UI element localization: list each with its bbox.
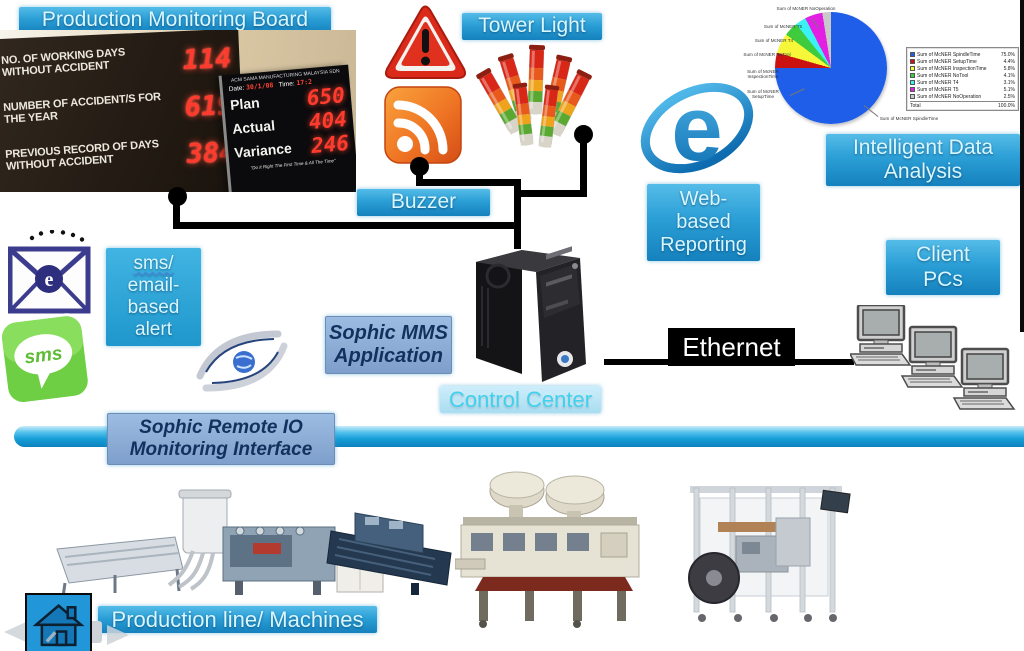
ethernet-label: Ethernet: [668, 328, 795, 366]
wire-buzzer-v: [416, 166, 423, 186]
pie-callout: Sum of McNER InspectionTime: [747, 69, 779, 80]
client-pcs-label: Client PCs: [886, 240, 1000, 295]
board-row-value: 114: [182, 42, 233, 77]
pie-callout: Sum of McNER SetupTime: [747, 89, 779, 100]
wire-board-v: [173, 196, 180, 229]
board-row-label: PREVIOUS RECORD OF DAYS WITHOUT ACCIDENT: [4, 138, 160, 174]
web-reporting-label: Web- based Reporting: [647, 184, 760, 261]
variance-value: 246: [310, 130, 350, 159]
production-line-label: Production line/ Machines: [98, 606, 377, 633]
sophic-swirl-logo: [196, 330, 288, 392]
pie-callout: Sum of McNER NoOperation: [776, 6, 836, 11]
led-board-left: NO. OF WORKING DAYS WITHOUT ACCIDENT 114…: [0, 30, 246, 192]
remote-io-label: Sophic Remote IO Monitoring Interface: [107, 413, 335, 465]
sophic-mms-label: Sophic MMS Application: [325, 316, 452, 374]
rss-buzzer-icon: [384, 86, 462, 164]
stack-tower-lights-image: [475, 44, 593, 149]
wire-tower-v: [580, 134, 587, 197]
wire-trunk: [514, 179, 521, 249]
machine-production-line-image: [56, 489, 452, 598]
production-board-label: Production Monitoring Board: [19, 7, 331, 33]
client-pcs-image: [850, 305, 1016, 411]
actual-value: 404: [307, 106, 348, 135]
home-button[interactable]: [25, 593, 92, 651]
internet-explorer-logo: e: [640, 78, 754, 180]
board-row-label: NO. OF WORKING DAYS WITHOUT ACCIDENT: [0, 46, 126, 80]
control-center-pc-image: [476, 246, 586, 382]
wire-tower-h: [518, 190, 587, 197]
warning-triangle-icon: [384, 5, 467, 79]
plan-label: Plan: [229, 94, 261, 113]
sms-text: sms: [23, 343, 63, 368]
board-row-label: NUMBER OF ACCIDENT/S FOR THE YEAR: [2, 90, 162, 127]
control-center-label: Control Center: [440, 386, 601, 413]
intelligent-data-label: Intelligent Data Analysis: [826, 134, 1020, 186]
nav-back-arrow[interactable]: [4, 622, 26, 642]
variance-label: Variance: [233, 139, 293, 161]
led-board-right: ACM SAMA MANUFACTURING MALAYSIA SDN Date…: [218, 64, 356, 192]
nav-forward-arrow[interactable]: [107, 625, 129, 645]
email-letter: e: [45, 269, 54, 291]
tower-light-label: Tower Light: [462, 13, 602, 40]
wire-buzzer-h: [416, 179, 521, 186]
pie-callout: Sum of McNER NoTool: [743, 52, 791, 57]
slide-edge: [1020, 0, 1024, 332]
actual-label: Actual: [231, 117, 276, 137]
pie-callout: Sum of McNER T4: [754, 38, 794, 43]
plan-value: 650: [305, 83, 346, 111]
home-icon: [32, 603, 85, 647]
sms-bubble-icon: sms: [0, 313, 91, 405]
buzzer-label: Buzzer: [357, 189, 490, 216]
pie-callout: Sum of McNER SpindleTime: [879, 116, 939, 121]
machine-wrapping-image: [688, 486, 851, 622]
machine-packaging-image: [455, 471, 640, 628]
wire-board-h: [173, 222, 521, 229]
sms-email-alert-label: sms/ email- based alert: [106, 248, 201, 346]
email-envelope-icon: e: [8, 230, 91, 314]
pie-chart: [775, 12, 887, 124]
monitoring-board-photo: NO. OF WORKING DAYS WITHOUT ACCIDENT 114…: [0, 30, 356, 192]
pie-callout: Sum of McNER T5: [763, 24, 803, 29]
